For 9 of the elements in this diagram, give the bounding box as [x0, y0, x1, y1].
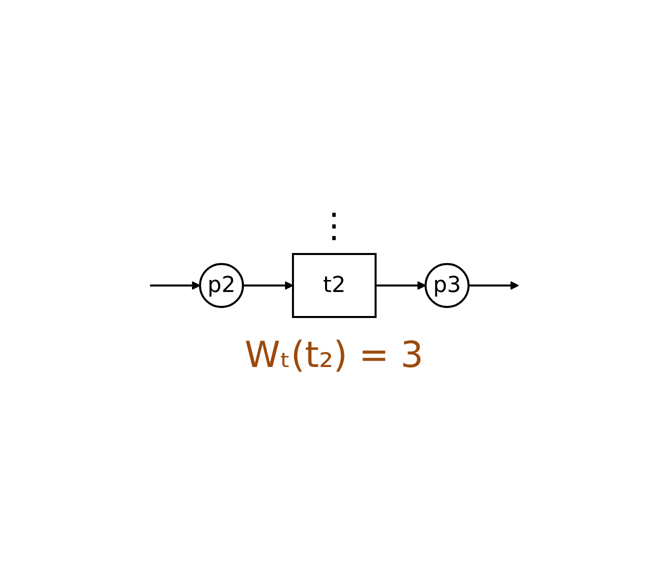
node-circle: p2 — [198, 263, 244, 308]
arrow — [150, 281, 200, 290]
node-circle: p3 — [424, 263, 470, 308]
weight-note: Wₜ(t₂) = 3 — [244, 335, 424, 376]
arrow — [242, 281, 294, 290]
node-box: t2 — [292, 253, 376, 318]
arrow — [468, 281, 519, 290]
arrow — [375, 281, 426, 290]
ellipsis-mark: ⋮ — [317, 206, 351, 246]
